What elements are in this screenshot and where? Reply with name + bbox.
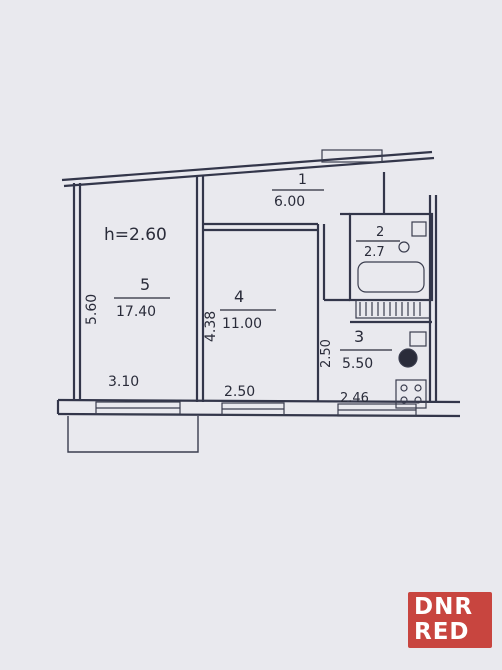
room-3-width-dimension: 2.46 — [340, 391, 369, 406]
room-3-height-dimension: 2.50 — [319, 339, 334, 368]
room-1-area: 6.00 — [274, 194, 305, 210]
room-2-area: 2.7 — [364, 245, 385, 260]
kitchen-fixtures — [395, 331, 427, 409]
room-5-number: 5 — [140, 275, 150, 294]
room-5-height-dimension: 5.60 — [84, 294, 100, 325]
ceiling-height-label: h=2.60 — [104, 225, 167, 245]
room-4-area: 11.00 — [222, 316, 262, 332]
room-1-number: 1 — [298, 172, 307, 188]
watermark-line-1: DNR — [414, 594, 474, 620]
room-4-height-dimension: 4.38 — [203, 311, 219, 342]
watermark-logo: DNR RED — [408, 592, 492, 648]
room-3-area: 5.50 — [342, 356, 373, 372]
room-5-area: 17.40 — [116, 304, 156, 320]
room-4-number: 4 — [234, 287, 244, 306]
watermark-line-2: RED — [414, 619, 470, 645]
room-5-width-dimension: 3.10 — [108, 374, 139, 390]
room-3-number: 3 — [354, 327, 364, 346]
balcony — [67, 416, 199, 453]
bathroom-fixtures — [355, 221, 431, 319]
windows — [95, 149, 417, 417]
room-2-number: 2 — [376, 225, 384, 240]
room-4-width-dimension: 2.50 — [224, 384, 255, 400]
